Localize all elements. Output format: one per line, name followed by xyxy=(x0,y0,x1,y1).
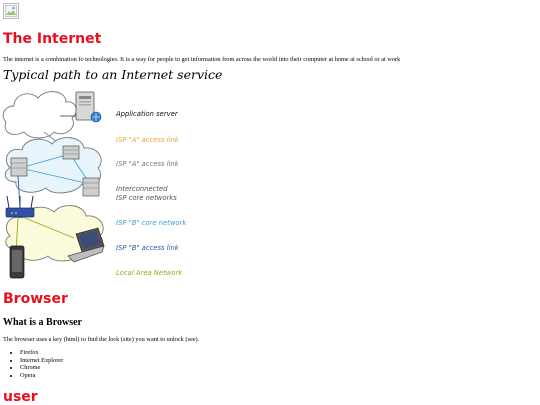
browser-subheading: What is a Browser xyxy=(3,317,82,328)
phone-icon xyxy=(9,245,25,279)
internet-heading: The Internet xyxy=(3,31,102,47)
browser-list: Firefox Internet Explorer Chrome Opera xyxy=(3,349,63,379)
browser-description: The browser uses a key (html) to find th… xyxy=(3,336,200,343)
list-item: Chrome xyxy=(20,364,63,372)
path-heading: Typical path to an Internet service xyxy=(3,67,223,82)
application-server-icon xyxy=(75,91,102,123)
legend-label: ISP core networks xyxy=(116,194,177,202)
core-switch-icon xyxy=(10,157,28,177)
legend-label: ISP "A" access link xyxy=(116,136,179,144)
laptop-icon xyxy=(67,227,105,263)
legend-label: ISP "B" access link xyxy=(116,244,179,252)
core-switch-icon xyxy=(82,177,100,197)
list-item: Opera xyxy=(20,372,63,380)
user-heading: user xyxy=(3,389,38,405)
internet-cloud-top xyxy=(2,91,77,139)
legend-label: Local Area Network xyxy=(116,269,183,277)
network-diagram xyxy=(2,91,105,279)
browser-heading: Browser xyxy=(3,291,68,307)
legend-label: Interconnected xyxy=(116,185,168,193)
list-item: Firefox xyxy=(20,349,63,357)
core-switch-icon xyxy=(62,145,80,160)
legend-label: ISP "B" core network xyxy=(116,219,187,227)
router-icon xyxy=(5,195,35,218)
legend-label: ISP "A" access link xyxy=(116,160,179,168)
list-item: Internet Explorer xyxy=(20,357,63,365)
broken-image-icon xyxy=(3,3,19,19)
internet-description: The internet is a combination fo technol… xyxy=(3,56,401,63)
legend-label: Application server xyxy=(116,110,178,118)
